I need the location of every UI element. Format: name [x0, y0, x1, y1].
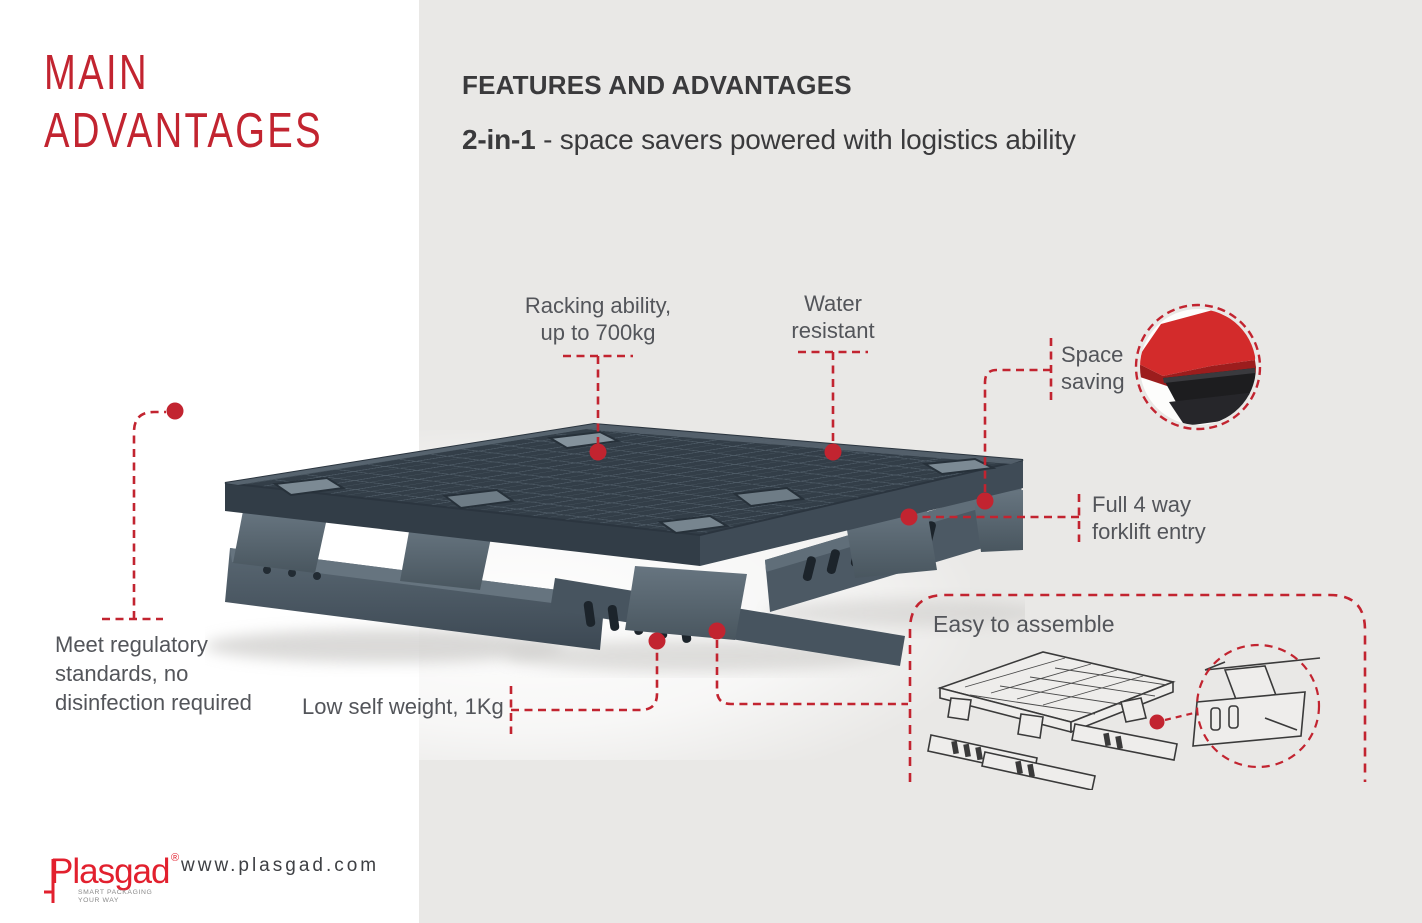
pallet-product-image: [205, 422, 1025, 672]
page-title-line2: ADVANTAGES: [44, 104, 323, 158]
logo-p-descender: [44, 859, 55, 903]
callout-racking-line2: up to 700kg: [540, 320, 656, 345]
callout-space-line2: saving: [1061, 369, 1125, 394]
callout-regulatory: Meet regulatory standards, no disinfecti…: [55, 630, 252, 717]
callout-easy-assemble: Easy to assemble: [933, 611, 1115, 637]
callout-regulatory-line1: Meet regulatory: [55, 632, 208, 657]
website-link[interactable]: www.plasgad.com: [181, 855, 380, 876]
section-subtitle: 2-in-1 - space savers powered with logis…: [462, 124, 1076, 156]
callout-regulatory-line3: disinfection required: [55, 690, 252, 715]
callout-water-line1: Water: [804, 291, 862, 316]
assembly-zoom-detail: [1192, 657, 1321, 747]
callout-low-weight: Low self weight, 1Kg: [302, 694, 504, 719]
callout-water-line2: resistant: [791, 318, 875, 343]
callout-forklift-line2: forklift entry: [1092, 519, 1206, 544]
logo-tagline-line1: SMART PACKAGING: [78, 889, 152, 896]
callout-regulatory-line2: standards, no: [55, 661, 189, 686]
subtitle-rest-part: - space savers powered with logistics ab…: [535, 124, 1076, 155]
pallet-legs: [233, 490, 1023, 640]
callout-water-resistant: Water resistant: [743, 290, 923, 344]
logo-wordmark: Plasgad: [50, 852, 169, 891]
callout-space-saving: Space saving: [1061, 341, 1125, 395]
logo-registered-mark: ®: [171, 852, 179, 864]
plasgad-logo: Plasgad ® SMART PACKAGING YOUR WAY: [44, 852, 179, 904]
subtitle-bold-part: 2-in-1: [462, 124, 536, 155]
page-title: MAIN ADVANTAGES: [44, 44, 323, 160]
callout-space-line1: Space: [1061, 342, 1124, 367]
section-heading: FEATURES AND ADVANTAGES: [462, 70, 852, 100]
callout-racking: Racking ability, up to 700kg: [488, 292, 708, 346]
space-saving-detail-photo: [1140, 309, 1256, 425]
page-title-line1: MAIN: [44, 46, 149, 100]
callout-racking-line1: Racking ability,: [524, 293, 672, 318]
callout-forklift-entry: Full 4 way forklift entry: [1092, 491, 1206, 545]
assembly-diagram: [927, 651, 1321, 790]
callout-forklift-line1: Full 4 way: [1092, 492, 1192, 517]
logo-tagline-line2: YOUR WAY: [78, 897, 119, 904]
pallet-deck: [224, 422, 1024, 566]
